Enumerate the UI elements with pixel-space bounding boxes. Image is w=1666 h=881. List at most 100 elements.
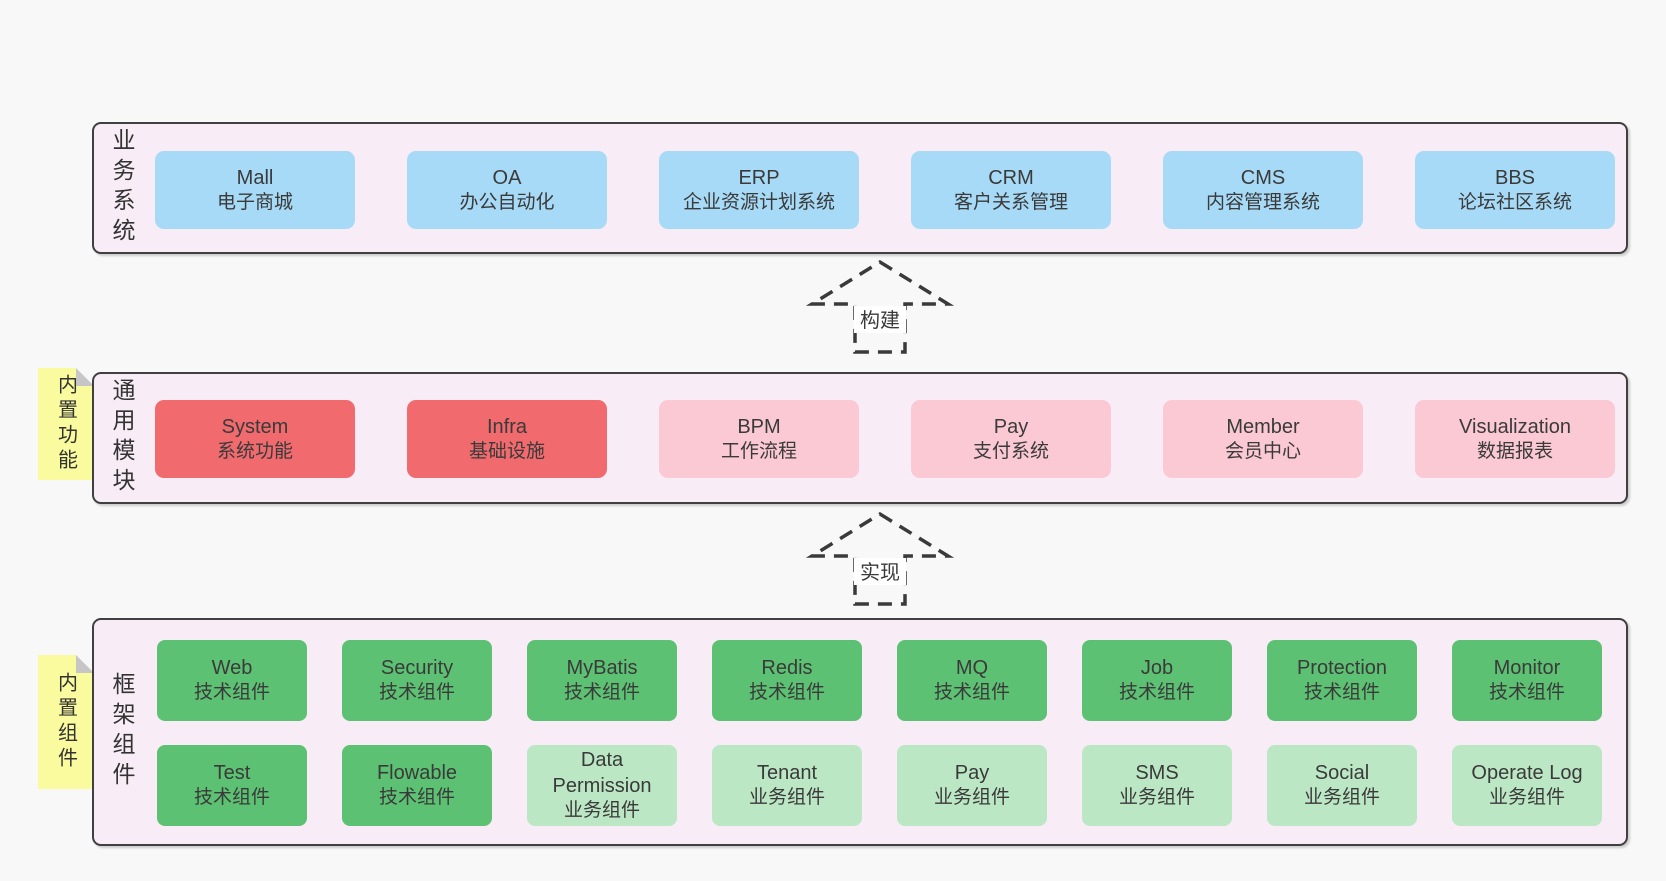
box-subtitle: 技术组件 bbox=[1488, 682, 1565, 704]
box-title: ERP bbox=[738, 166, 780, 189]
build-arrow-label: 构建 bbox=[860, 309, 900, 332]
box-title: Redis bbox=[761, 657, 813, 680]
box-title: MQ bbox=[955, 657, 989, 680]
box-title: CRM bbox=[988, 166, 1034, 189]
box-title: Security bbox=[380, 657, 454, 680]
sticky-note-built-in-components: 内置组件 bbox=[38, 655, 94, 789]
section-side-label: 框架组件 bbox=[109, 672, 135, 792]
box-title: Mall bbox=[236, 166, 274, 189]
sticky-label: 内置功能 bbox=[54, 374, 77, 474]
box-subtitle: 客户关系管理 bbox=[953, 191, 1068, 213]
box-subtitle: 业务组件 bbox=[748, 787, 825, 809]
box-title: Tenant bbox=[756, 762, 818, 785]
box-title: Visualization bbox=[1459, 415, 1571, 438]
box-title: CMS bbox=[1240, 166, 1286, 189]
folded-corner-icon bbox=[76, 655, 94, 673]
box-subtitle: 业务组件 bbox=[1118, 787, 1195, 809]
box-subtitle: 技术组件 bbox=[563, 682, 640, 704]
sticky-label: 内置组件 bbox=[54, 672, 77, 772]
box-subtitle: 数据报表 bbox=[1476, 440, 1553, 462]
box-title: Pay bbox=[954, 762, 990, 785]
folded-corner-icon bbox=[76, 368, 94, 386]
box-title: Flowable bbox=[376, 762, 458, 785]
box-title: OA bbox=[492, 166, 522, 189]
box-title: Monitor bbox=[1493, 657, 1561, 680]
box-subtitle: 技术组件 bbox=[193, 682, 270, 704]
box-title: System bbox=[221, 415, 289, 438]
box-title: Protection bbox=[1296, 657, 1388, 680]
box-subtitle: 论坛社区系统 bbox=[1457, 191, 1572, 213]
box-title: SMS bbox=[1135, 762, 1179, 785]
build-arrow-icon: 构建 bbox=[805, 259, 955, 354]
box-title: Pay bbox=[993, 415, 1029, 438]
box-title: BPM bbox=[737, 415, 781, 438]
box-subtitle: 技术组件 bbox=[1303, 682, 1380, 704]
box-title: Infra bbox=[486, 415, 528, 438]
sticky-note-built-in-functions: 内置功能 bbox=[38, 368, 94, 480]
implement-arrow-label: 实现 bbox=[860, 561, 900, 584]
box-subtitle: 技术组件 bbox=[378, 787, 455, 809]
box-subtitle: 基础设施 bbox=[468, 440, 545, 462]
box-title: Member bbox=[1226, 415, 1300, 438]
box-title: Social bbox=[1314, 762, 1370, 785]
box-title: MyBatis bbox=[566, 657, 638, 680]
box-subtitle: 系统功能 bbox=[216, 440, 293, 462]
box-subtitle: 技术组件 bbox=[378, 682, 455, 704]
box-subtitle: 技术组件 bbox=[933, 682, 1010, 704]
box-title: Data Permission bbox=[552, 749, 652, 798]
box-subtitle: 技术组件 bbox=[748, 682, 825, 704]
box-subtitle: 内容管理系统 bbox=[1205, 191, 1320, 213]
box-title: Job bbox=[1140, 657, 1174, 680]
box-subtitle: 技术组件 bbox=[1118, 682, 1195, 704]
box-subtitle: 业务组件 bbox=[933, 787, 1010, 809]
box-subtitle: 技术组件 bbox=[193, 787, 270, 809]
box-subtitle: 业务组件 bbox=[1303, 787, 1380, 809]
box-subtitle: 业务组件 bbox=[1488, 787, 1565, 809]
box-subtitle: 会员中心 bbox=[1224, 440, 1301, 462]
box-subtitle: 办公自动化 bbox=[459, 191, 555, 213]
box-title: Operate Log bbox=[1471, 762, 1583, 785]
box-subtitle: 企业资源计划系统 bbox=[682, 191, 835, 213]
section-side-label: 通用模块 bbox=[109, 378, 135, 498]
box-title: Test bbox=[213, 762, 251, 785]
box-subtitle: 工作流程 bbox=[720, 440, 797, 462]
box-title: Web bbox=[211, 657, 253, 680]
section-side-label: 业务系统 bbox=[109, 128, 135, 248]
implement-arrow-icon: 实现 bbox=[805, 511, 955, 606]
